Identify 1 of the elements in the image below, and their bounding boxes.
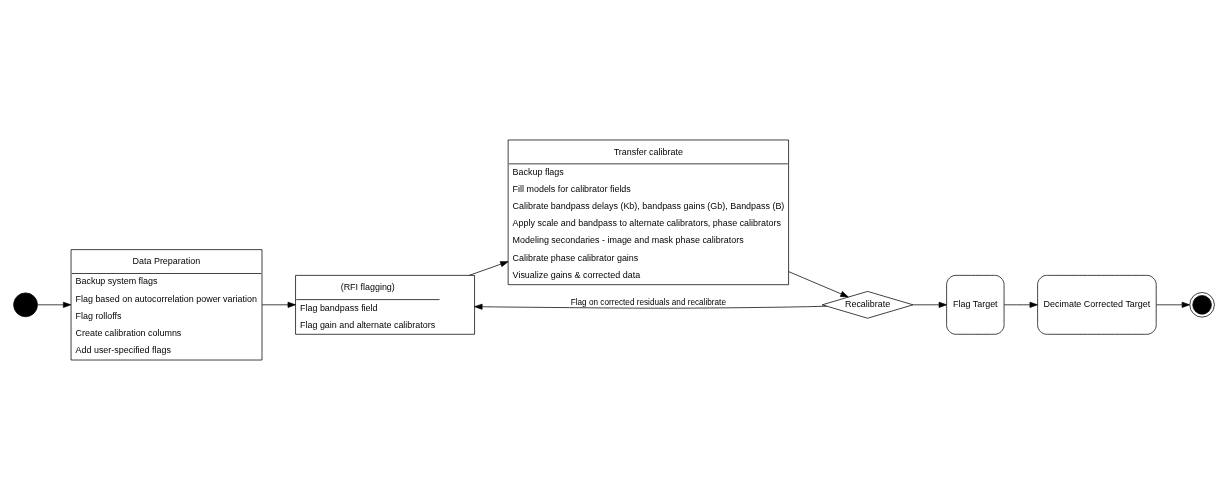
edge-label: Flag on corrected residuals and recalibrate [570,297,726,307]
